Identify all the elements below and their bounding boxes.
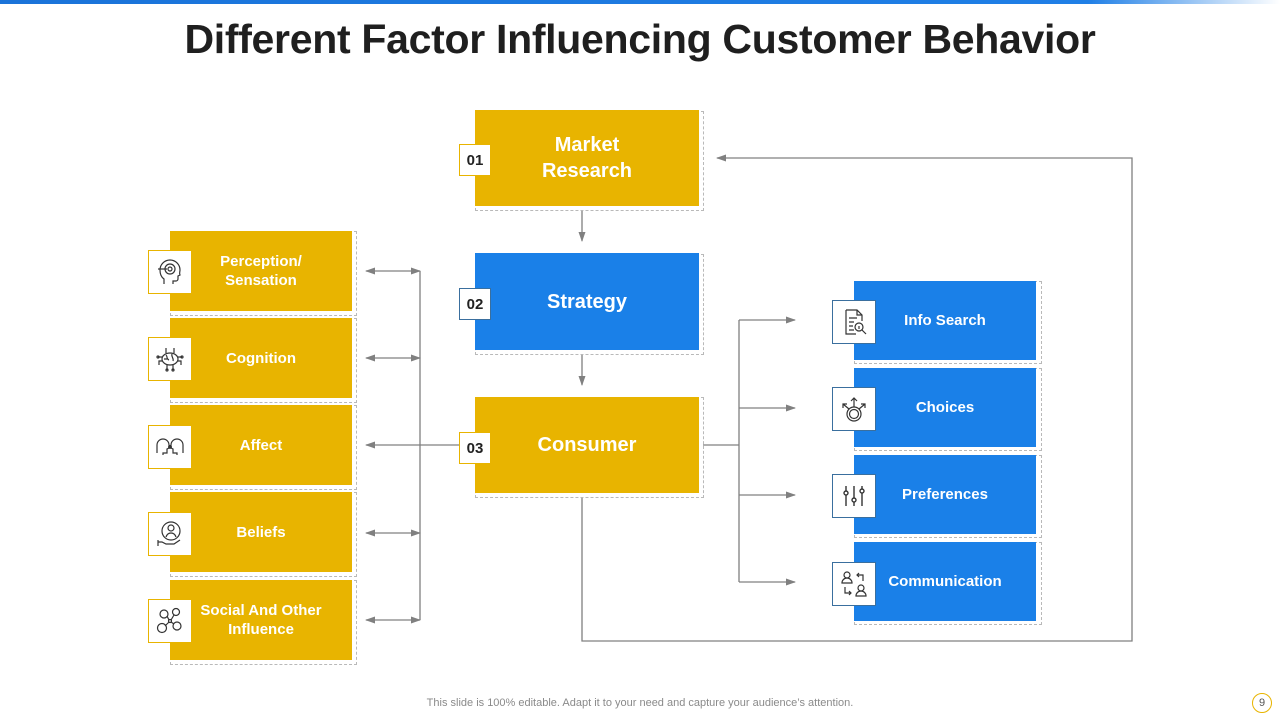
factor-affect-label: Affect — [239, 436, 283, 454]
head-perception-icon — [148, 250, 192, 294]
face-to-face-icon — [148, 425, 192, 469]
outcome-communication-label: Communication — [888, 573, 1002, 590]
step-number-03: 03 — [459, 432, 491, 464]
people-exchange-icon — [832, 562, 876, 606]
consumer-label: Consumer — [537, 434, 637, 456]
factor-social-box[interactable]: Social And Other Influence — [170, 580, 352, 660]
factor-cognition-box[interactable]: Cognition — [170, 318, 352, 398]
top-accent-bar — [0, 0, 1280, 4]
factor-perception-label: Perception/ Sensation — [220, 253, 302, 289]
hand-holding-person-icon — [148, 512, 192, 556]
outcome-preferences-label: Preferences — [902, 486, 988, 503]
strategy-box[interactable]: Strategy — [475, 253, 699, 350]
sliders-icon — [832, 474, 876, 518]
outcome-info-search-box[interactable]: Info Search — [854, 281, 1036, 360]
outcome-preferences-box[interactable]: Preferences — [854, 455, 1036, 534]
social-network-icon — [148, 599, 192, 643]
outcome-choices-label: Choices — [915, 399, 975, 416]
consumer-box[interactable]: Consumer — [475, 397, 699, 493]
document-search-info-icon — [832, 300, 876, 344]
slide-title: Different Factor Influencing Customer Be… — [184, 16, 1096, 62]
page-number: 9 — [1252, 693, 1272, 713]
factor-affect-box[interactable]: Affect — [170, 405, 352, 485]
step-number-02: 02 — [459, 288, 491, 320]
market-research-label: Market Research — [541, 134, 633, 182]
step-number-01: 01 — [459, 144, 491, 176]
footer-note: This slide is 100% editable. Adapt it to… — [426, 697, 854, 709]
market-research-box[interactable]: Market Research — [475, 110, 699, 206]
factor-beliefs-box[interactable]: Beliefs — [170, 492, 352, 572]
factor-social-label: Social And Other Influence — [200, 602, 322, 638]
factor-beliefs-label: Beliefs — [236, 523, 286, 541]
brain-circuit-icon — [148, 337, 192, 381]
strategy-label: Strategy — [546, 290, 628, 313]
factor-perception-box[interactable]: Perception/ Sensation — [170, 231, 352, 311]
outcome-info-search-label: Info Search — [904, 312, 986, 329]
outcome-communication-box[interactable]: Communication — [854, 542, 1036, 621]
outcome-choices-box[interactable]: Choices — [854, 368, 1036, 447]
feedback-loop-line — [581, 154, 1133, 642]
factor-cognition-label: Cognition — [226, 349, 296, 367]
multiple-choice-arrows-icon — [832, 387, 876, 431]
